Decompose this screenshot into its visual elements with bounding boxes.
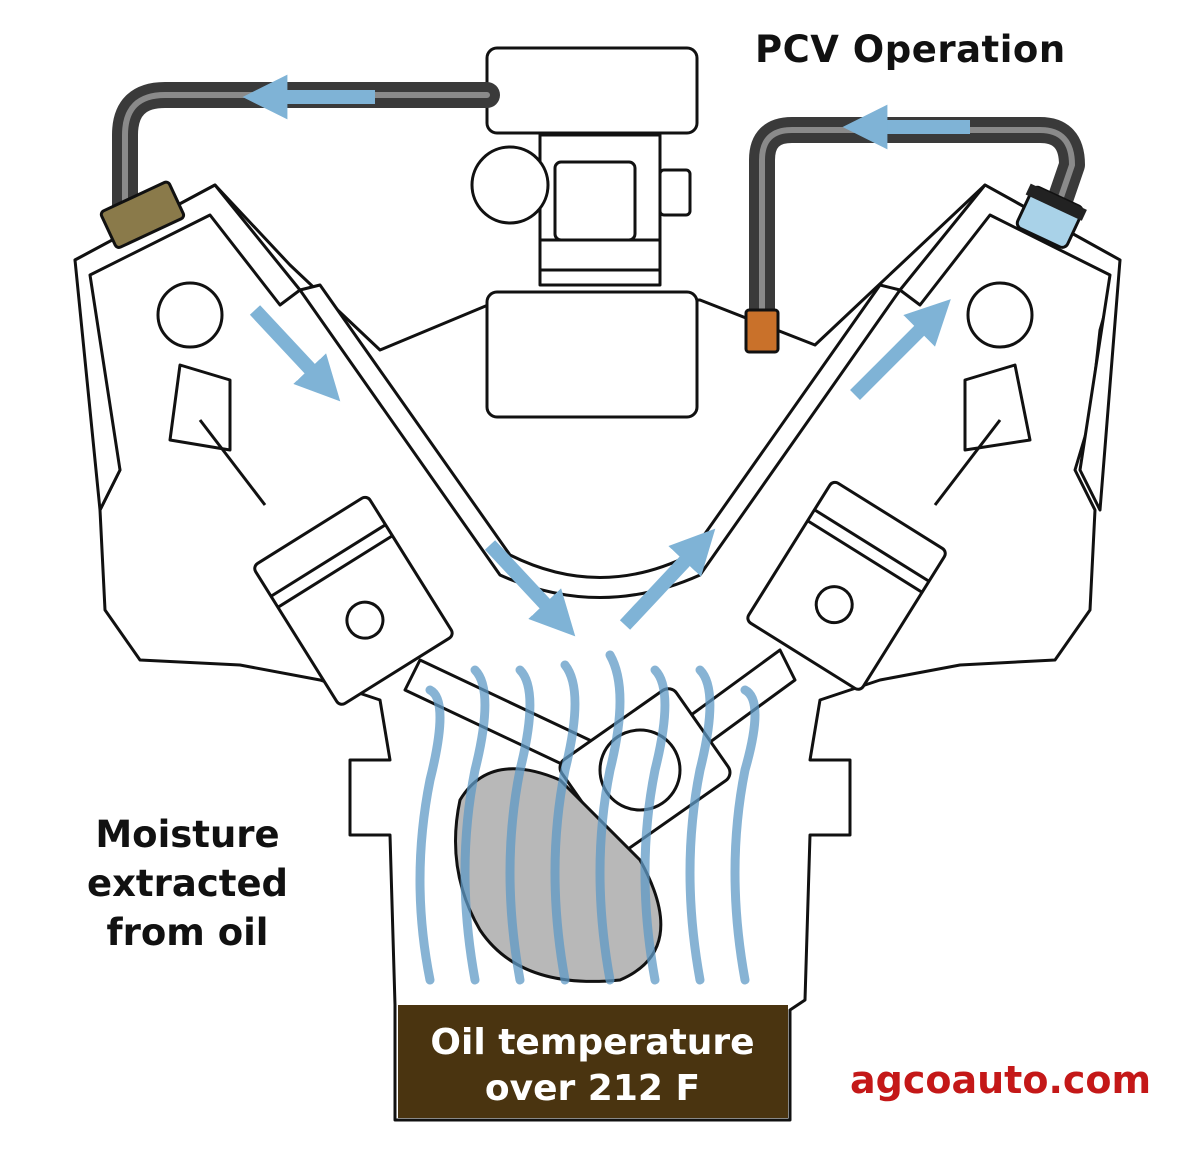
airflow-arrow <box>850 299 951 400</box>
engine-block <box>73 183 1122 1122</box>
air-cleaner-icon <box>485 46 699 135</box>
oil-temperature-label: Oil temperature over 212 F <box>395 1020 790 1112</box>
left-cylinder-head <box>73 183 302 512</box>
airflow-arrow <box>619 528 716 630</box>
breather-filter <box>99 180 186 249</box>
moisture-label-line: from oil <box>106 911 269 954</box>
right-piston-icon <box>746 480 947 691</box>
diagram-title: PCV Operation <box>755 28 1066 71</box>
breather-hose <box>112 82 500 218</box>
oil-label-line: Oil temperature <box>430 1022 755 1063</box>
moisture-label-line: Moisture <box>95 813 280 856</box>
right-rocker <box>966 281 1034 349</box>
moisture-label-line: extracted <box>86 862 289 905</box>
left-piston-icon <box>253 495 454 706</box>
distributor-cap <box>470 145 550 225</box>
watermark-link: agcoauto.com <box>850 1058 1152 1102</box>
right-cylinder-head <box>898 183 1122 512</box>
airflow-arrow <box>484 540 576 637</box>
intake-manifold <box>485 290 699 419</box>
pcv-valve-icon <box>1015 183 1087 249</box>
airflow-arrow <box>249 305 341 402</box>
left-rocker <box>156 281 224 349</box>
oil-label-line: over 212 F <box>484 1068 701 1109</box>
moisture-label: Moisture extracted from oil <box>60 810 315 957</box>
moisture-vapor <box>415 650 760 985</box>
oil-pan-icon <box>398 1005 788 1118</box>
manifold-fitting <box>744 308 780 354</box>
